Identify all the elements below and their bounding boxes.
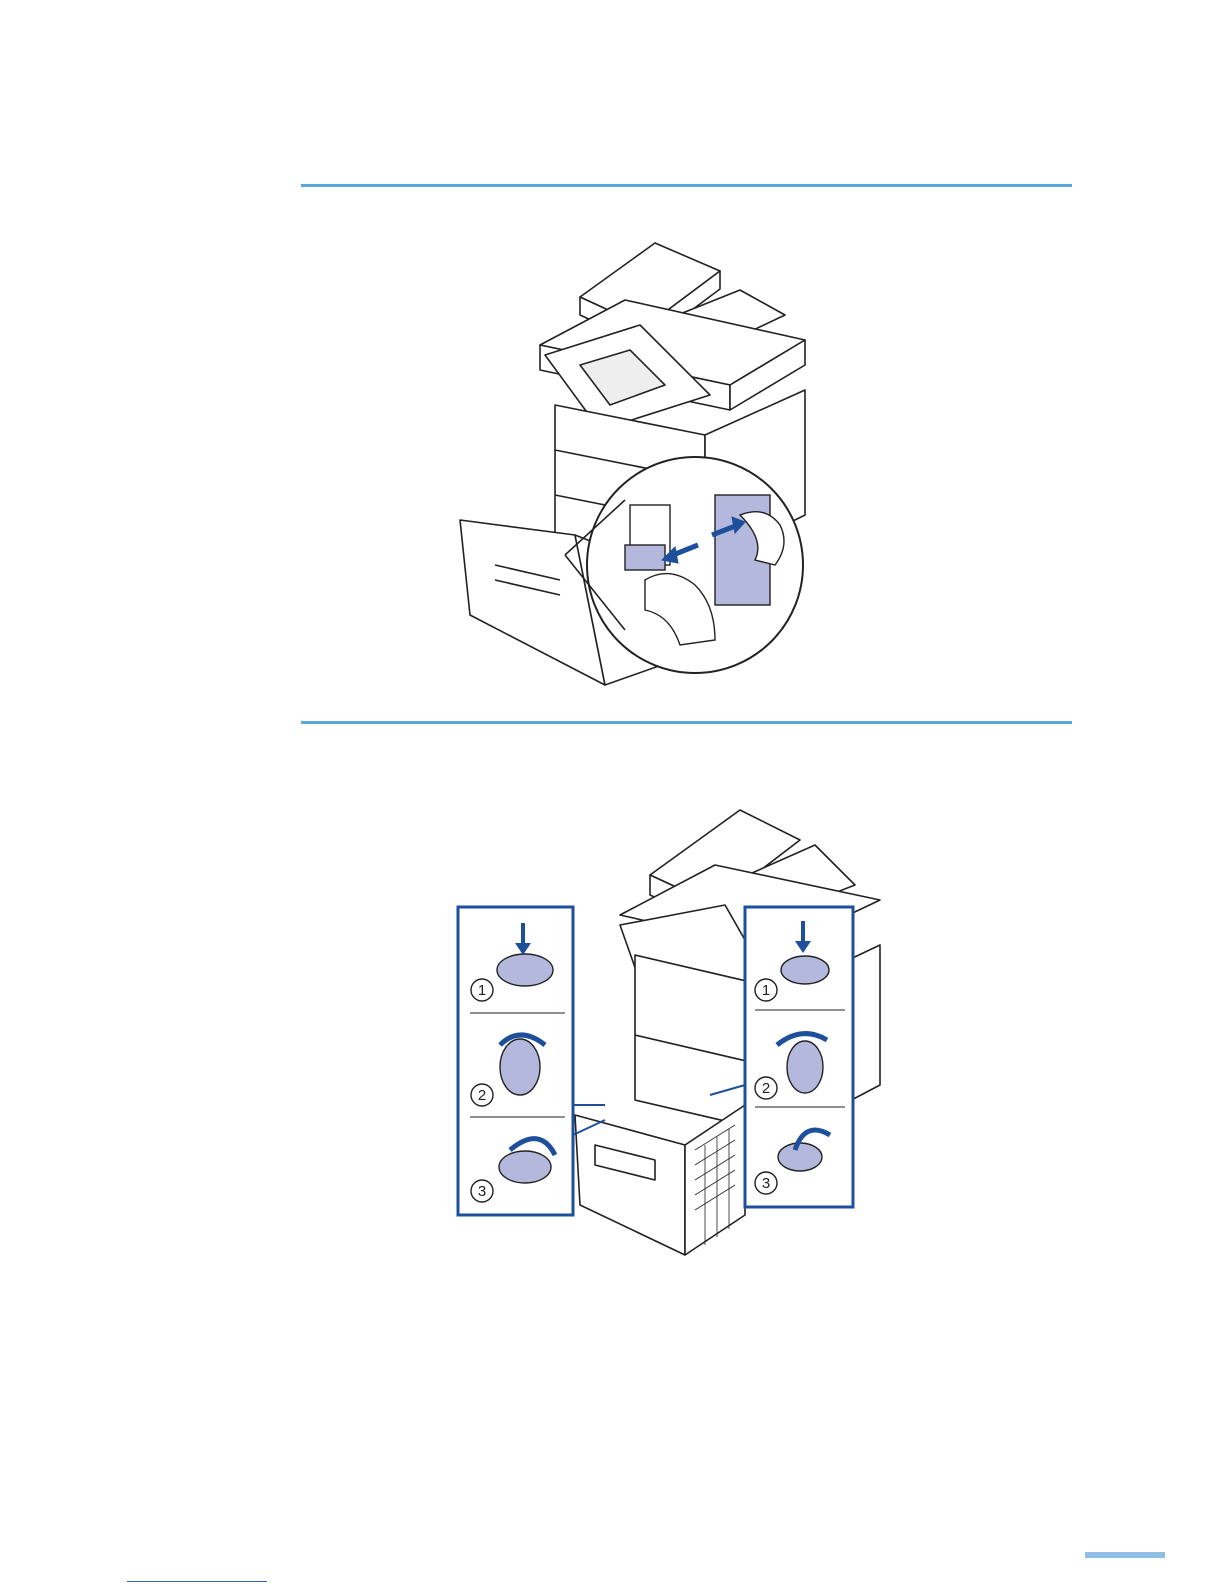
right-step-3-label: 3	[762, 1175, 770, 1192]
left-step-1-label: 1	[478, 982, 486, 999]
left-step-3-label: 3	[478, 1183, 486, 1200]
printer-tray-guide-illustration	[440, 235, 820, 695]
footer-line	[127, 1581, 267, 1582]
right-step-2-label: 2	[762, 1080, 770, 1097]
right-step-panel	[745, 907, 853, 1207]
left-step-2-label: 2	[478, 1087, 486, 1104]
page-tab-marker	[1085, 1552, 1165, 1558]
printer-tray-dial-illustration: 1 2 3 1 2 3	[455, 805, 890, 1260]
section-divider-middle	[301, 721, 1072, 724]
left-step-panel	[458, 907, 573, 1215]
right-step-1-label: 1	[762, 982, 770, 999]
section-divider-top	[301, 184, 1072, 187]
